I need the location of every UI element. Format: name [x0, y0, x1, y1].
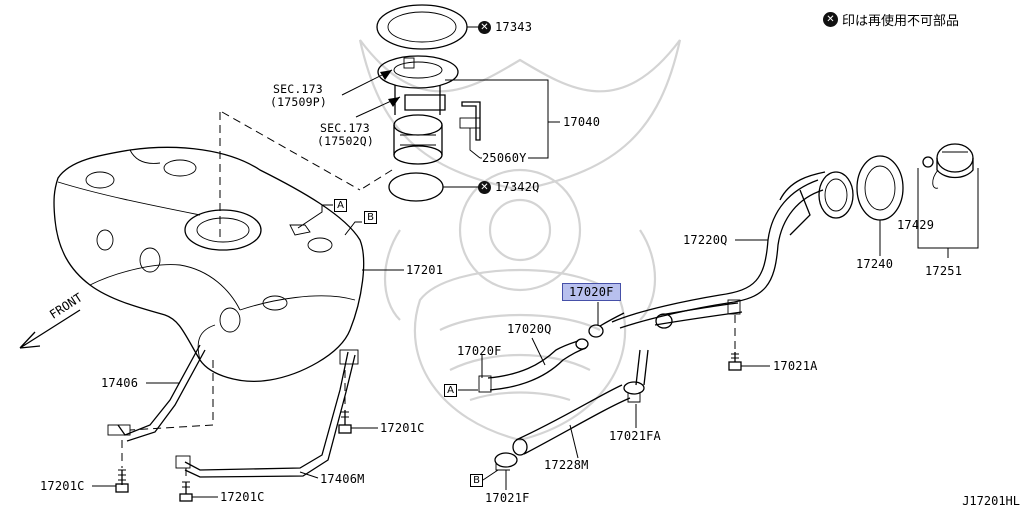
callout-17201C-right[interactable]: 17201C	[380, 421, 425, 435]
callout-17342Q[interactable]: 17342Q	[495, 180, 540, 194]
callout-17021F[interactable]: 17021F	[485, 491, 530, 505]
x-circle-icon: ✕	[823, 12, 838, 27]
fuel-cap-17251	[917, 143, 979, 258]
callout-17021A[interactable]: 17021A	[773, 359, 818, 373]
callout-17201C-left[interactable]: 17201C	[40, 479, 85, 493]
callout-17406M[interactable]: 17406M	[320, 472, 365, 486]
callout-sec173-b-code[interactable]: (17502Q)	[317, 134, 374, 148]
callout-17406[interactable]: 17406	[101, 376, 139, 390]
filler-tube-17220Q	[611, 171, 854, 329]
hose-17228M	[512, 349, 649, 456]
legend-text: 印は再使用不可部品	[842, 14, 960, 29]
callout-17429[interactable]: 17429	[897, 218, 935, 232]
legend: ✕ 印は再使用不可部品	[823, 10, 959, 29]
callout-25060Y[interactable]: 25060Y	[482, 151, 527, 165]
gasket-17343	[376, 4, 482, 50]
x-circle-icon: ✕	[478, 21, 491, 34]
ref-box-b-tank: B	[364, 211, 377, 224]
bolt-17201C-2	[179, 468, 218, 502]
watermark-crest	[358, 39, 682, 442]
callout-17220Q[interactable]: 17220Q	[683, 233, 728, 247]
callout-sec173-b[interactable]: SEC.173	[320, 121, 370, 135]
ref-box-a-hose: A	[444, 384, 457, 397]
diagram-code: J17201HL	[962, 494, 1020, 508]
hose-17020Q	[478, 312, 625, 393]
bolt-17021A	[728, 315, 770, 371]
fuel-tank-17201	[53, 146, 365, 382]
x-circle-icon: ✕	[478, 181, 491, 194]
callout-17020Q[interactable]: 17020Q	[507, 322, 552, 336]
seal-17240	[856, 155, 904, 256]
tank-strap-17406M	[175, 349, 359, 478]
bolt-17201C-3	[338, 370, 378, 434]
clamp-17021F	[494, 452, 518, 471]
callout-17020F[interactable]: 17020F	[457, 344, 502, 358]
ref-box-a-tank: A	[334, 199, 347, 212]
tank-strap-17406	[107, 344, 206, 442]
bolt-17201C	[92, 440, 129, 493]
callout-17201C-center[interactable]: 17201C	[220, 490, 265, 504]
callout-17251[interactable]: 17251	[925, 264, 963, 278]
callout-17040[interactable]: 17040	[563, 115, 601, 129]
callout-17201[interactable]: 17201	[406, 263, 444, 277]
callout-17020F-highlighted[interactable]: 17020F	[562, 283, 621, 301]
callout-sec173-a[interactable]: SEC.173	[273, 82, 323, 96]
callout-17228M[interactable]: 17228M	[544, 458, 589, 472]
clamp-17021FA	[623, 381, 645, 403]
ref-box-b-hose: B	[470, 474, 483, 487]
callout-17343[interactable]: 17343	[495, 20, 533, 34]
callout-sec173-a-code[interactable]: (17509P)	[270, 95, 327, 109]
callout-17021FA[interactable]: 17021FA	[609, 429, 661, 443]
pump-module-17040	[377, 55, 481, 165]
callout-17240[interactable]: 17240	[856, 257, 894, 271]
